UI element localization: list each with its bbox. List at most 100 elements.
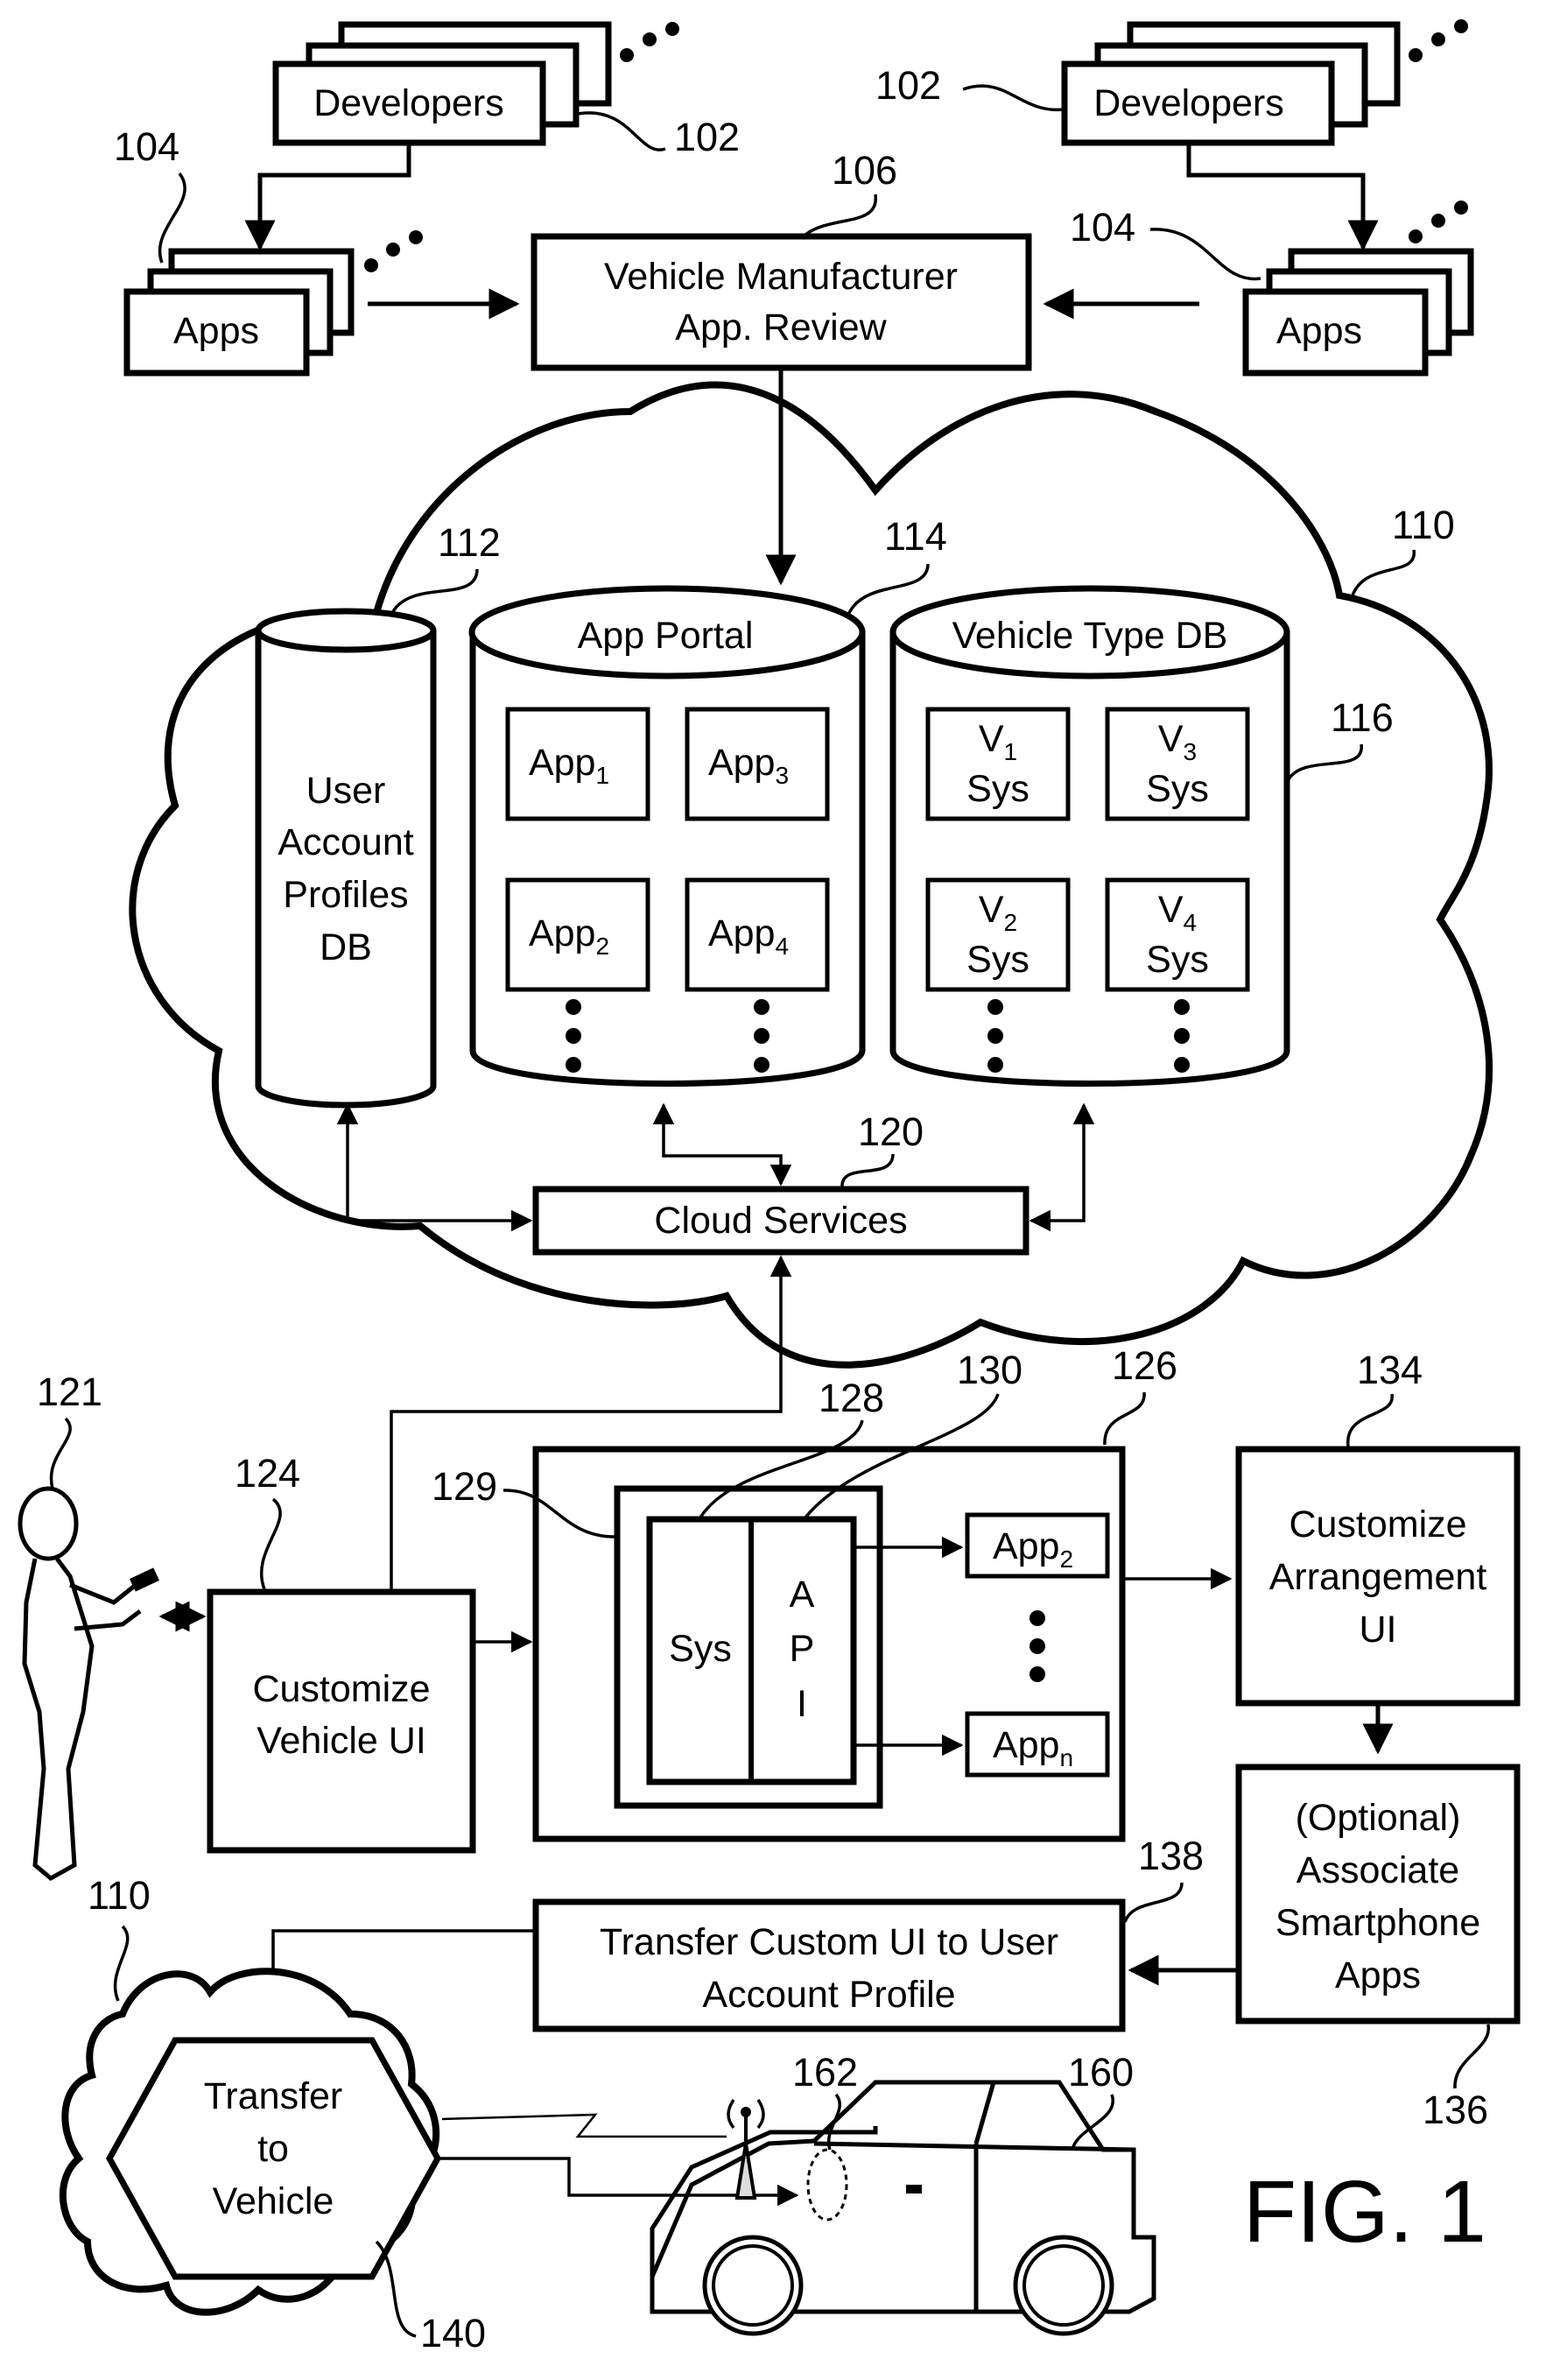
transfer-profile-line1: Transfer Custom UI to User bbox=[600, 1921, 1058, 1963]
ref-number: 112 bbox=[438, 520, 501, 565]
ellipsis-dot bbox=[386, 243, 400, 257]
leader-line bbox=[829, 2095, 840, 2150]
db-label-line: User bbox=[306, 770, 386, 812]
ref-number: 104 bbox=[114, 124, 179, 169]
ref-number: 124 bbox=[235, 1451, 300, 1496]
ellipsis-dot bbox=[1431, 32, 1445, 46]
ref-number: 162 bbox=[792, 2050, 858, 2095]
module-162 bbox=[808, 2150, 847, 2220]
leader-line bbox=[1353, 550, 1414, 595]
transfer-profile-line2: Account Profile bbox=[702, 1974, 955, 2016]
cylinder-body bbox=[258, 630, 433, 1105]
api-letter: P bbox=[790, 1628, 815, 1670]
leader-line bbox=[262, 1499, 280, 1589]
apps-stack-left: Apps 104 bbox=[114, 124, 423, 373]
vehicle-system-sys: Sys bbox=[1146, 768, 1209, 810]
leader-line bbox=[963, 86, 1064, 109]
customize-line2: Vehicle UI bbox=[256, 1720, 426, 1762]
ellipsis-dot bbox=[1454, 19, 1468, 33]
ellipsis-dot bbox=[1409, 229, 1423, 243]
leader-line bbox=[1150, 229, 1261, 279]
db-label-line: Profiles bbox=[283, 874, 408, 916]
leader-line bbox=[52, 1419, 71, 1489]
ellipsis-dot bbox=[665, 22, 679, 36]
ref-number: 138 bbox=[1138, 1834, 1204, 1878]
ellipsis-dot bbox=[620, 48, 634, 62]
pillar-line bbox=[976, 2082, 994, 2144]
vehicle-system-sys: Sys bbox=[966, 768, 1029, 810]
leader-line bbox=[116, 1926, 128, 2001]
customize-arrangement-node: Customize Arrangement UI 134 bbox=[1239, 1348, 1517, 1703]
apps-label: Apps bbox=[1276, 310, 1362, 352]
associate-line: (Optional) bbox=[1296, 1797, 1461, 1839]
ref-number: 126 bbox=[1112, 1343, 1177, 1388]
vehicle-ui-block: 126 129 Sys A P I 128 130 App2 Appn bbox=[432, 1343, 1177, 1839]
associate-line: Apps bbox=[1335, 1954, 1421, 1996]
customize-vehicle-ui-node: Customize Vehicle UI 124 bbox=[210, 1451, 473, 1850]
cylinder-body bbox=[893, 630, 1287, 1084]
developers-stack-right: Developers 102 bbox=[875, 19, 1468, 143]
arrow-developers-to-apps bbox=[1189, 143, 1363, 248]
leader-line bbox=[1125, 1883, 1182, 1922]
ellipsis-dot bbox=[1431, 214, 1445, 228]
wireless-signal-line bbox=[442, 2115, 727, 2137]
app-review-line2: App. Review bbox=[675, 306, 887, 349]
associate-apps-node: (Optional) Associate Smartphone Apps 136 bbox=[1239, 1767, 1517, 2132]
ref-number: 102 bbox=[875, 63, 941, 108]
ref-number: 114 bbox=[884, 514, 947, 559]
rear-wheel bbox=[1015, 2237, 1112, 2334]
user-person-icon: 121 bbox=[20, 1370, 159, 1878]
sys-label: Sys bbox=[669, 1628, 732, 1670]
transfer-vehicle-line: to bbox=[257, 2128, 289, 2170]
ellipsis-dot bbox=[409, 230, 423, 244]
ref-number: 116 bbox=[1331, 695, 1394, 740]
db-label-line: DB bbox=[320, 926, 372, 968]
api-letter: A bbox=[790, 1574, 815, 1616]
associate-line: Smartphone bbox=[1275, 1902, 1480, 1944]
vehicle-system-sys: Sys bbox=[966, 939, 1029, 981]
ref-number: 130 bbox=[957, 1348, 1022, 1392]
leader-line bbox=[805, 194, 875, 235]
cloud-services-label: Cloud Services bbox=[654, 1200, 907, 1242]
ref-number: 134 bbox=[1357, 1348, 1423, 1392]
vehicle-system-sys: Sys bbox=[1146, 939, 1209, 981]
ref-number: 160 bbox=[1068, 2050, 1134, 2095]
cylinder-body bbox=[473, 630, 862, 1084]
beltline bbox=[814, 2144, 1134, 2150]
transfer-vehicle-line: Transfer bbox=[204, 2075, 343, 2117]
leader-line bbox=[578, 113, 665, 150]
vehicle-car-icon: 162 160 bbox=[652, 2050, 1154, 2334]
cylinder-top bbox=[258, 611, 433, 650]
vertical-ellipsis bbox=[1029, 1610, 1045, 1682]
ref-number: 121 bbox=[37, 1370, 102, 1414]
db-label-line: Account bbox=[278, 821, 413, 863]
ellipsis-dot bbox=[1409, 48, 1423, 62]
developers-label: Developers bbox=[1093, 82, 1284, 124]
associate-line: Associate bbox=[1297, 1849, 1459, 1891]
ref-number: 129 bbox=[432, 1464, 497, 1509]
transfer-vehicle-line: Vehicle bbox=[213, 2180, 334, 2222]
leader-line bbox=[1348, 1394, 1393, 1447]
leader-line bbox=[1455, 2024, 1488, 2088]
person-head bbox=[20, 1489, 76, 1559]
apps-stack-right: Apps 104 bbox=[1070, 201, 1471, 373]
antenna-tip bbox=[741, 2107, 751, 2117]
transfer-profile-node: Transfer Custom UI to User Account Profi… bbox=[536, 1834, 1204, 2029]
api-letter: I bbox=[797, 1683, 807, 1725]
app-review-node: Vehicle Manufacturer App. Review 106 bbox=[534, 148, 1029, 368]
smartphone-icon bbox=[130, 1567, 159, 1591]
app-review-line1: Vehicle Manufacturer bbox=[604, 256, 958, 298]
developers-stack-left: Developers 102 bbox=[276, 22, 740, 159]
customize-line1: Customize bbox=[252, 1668, 430, 1710]
portal-title: App Portal bbox=[578, 615, 754, 657]
ref-number: 110 bbox=[88, 1873, 151, 1918]
ref-number: 110 bbox=[1392, 503, 1455, 547]
figure-caption: FIG. 1 bbox=[1243, 2163, 1486, 2261]
leader-line bbox=[1105, 1392, 1144, 1445]
leader-line bbox=[1072, 2095, 1113, 2150]
ellipsis-dot bbox=[364, 258, 378, 272]
ref-number: 136 bbox=[1423, 2088, 1488, 2132]
apps-label: Apps bbox=[173, 310, 259, 352]
ref-number: 128 bbox=[819, 1376, 884, 1420]
